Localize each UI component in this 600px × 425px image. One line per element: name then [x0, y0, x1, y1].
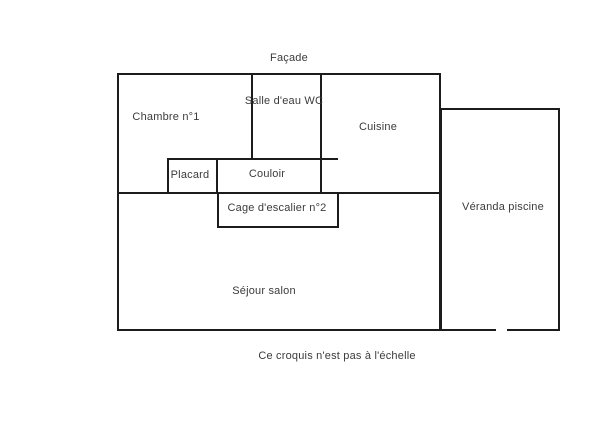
room-label-chambre-1: Chambre n°1 [132, 111, 200, 123]
wall-salle-eau-cuisine [320, 73, 322, 194]
scale-disclaimer: Ce croquis n'est pas à l'échelle [258, 350, 416, 362]
cage-escalier-outline [217, 192, 339, 228]
room-label-veranda-piscine: Véranda piscine [462, 201, 544, 213]
room-label-salle-eau-wc: Salle d'eau WC [244, 95, 324, 107]
room-label-couloir: Couloir [248, 168, 286, 180]
room-label-cage-escalier-2: Cage d'escalier n°2 [227, 202, 327, 214]
room-label-sejour-salon: Séjour salon [232, 285, 296, 297]
wall-placard-left [167, 158, 169, 194]
veranda-outline [440, 108, 560, 331]
wall-couloir-top [167, 158, 338, 160]
veranda-bottom-wall-right-segment [507, 329, 560, 331]
room-label-placard: Placard [170, 169, 210, 181]
facade-label: Façade [270, 52, 308, 64]
wall-placard-right [216, 158, 218, 194]
wall-chambre-salle-eau [251, 73, 253, 160]
veranda-bottom-wall-left-segment [440, 329, 496, 331]
room-label-cuisine: Cuisine [358, 121, 398, 133]
